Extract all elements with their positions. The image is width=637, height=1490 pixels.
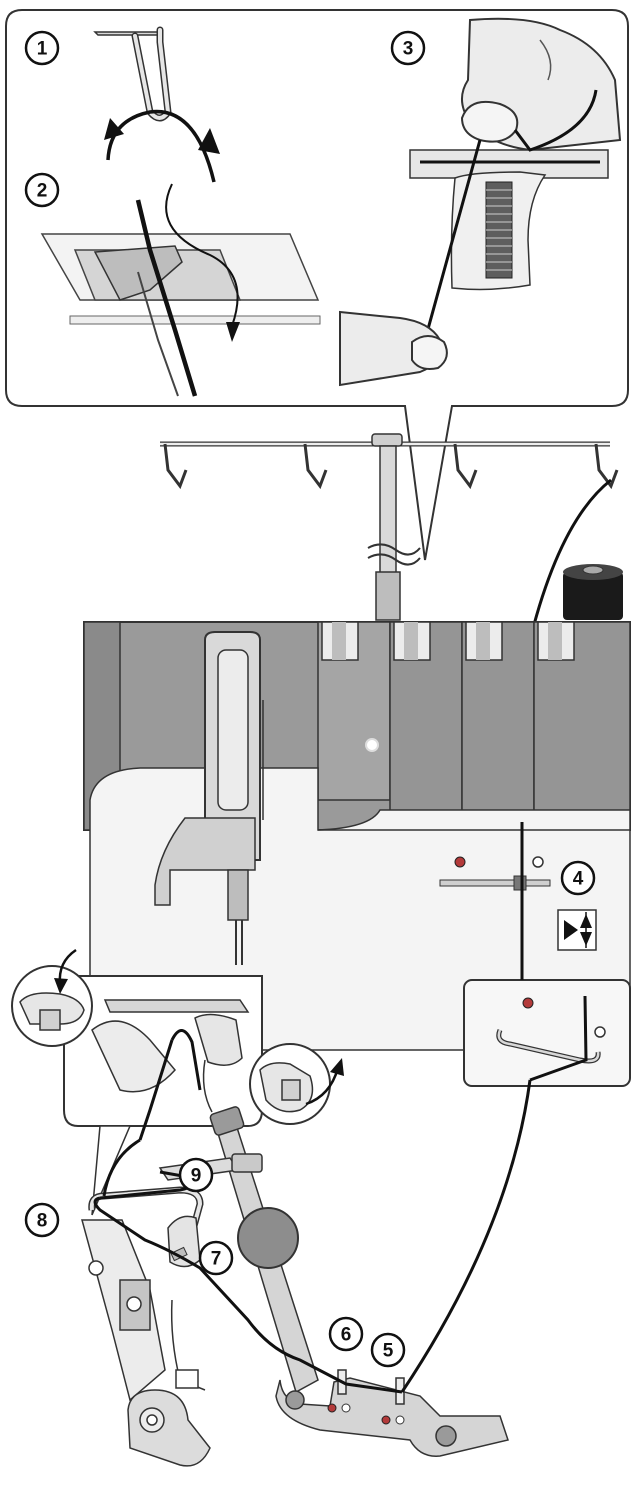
hand-top [460, 17, 622, 152]
step-badge-2: 2 [24, 172, 60, 208]
curved-arrow-icon-right [305, 1058, 344, 1106]
step-badge-7: 7 [198, 1240, 234, 1276]
step-badge-9: 9 [178, 1157, 214, 1193]
top-callout [5, 9, 629, 561]
thread-stand [160, 433, 619, 621]
fabric-sample [409, 89, 609, 341]
step-label-5: 5 [383, 1341, 394, 1362]
step-label-4: 4 [573, 869, 584, 890]
step-label-7: 7 [211, 1249, 222, 1270]
step-label-6: 6 [341, 1325, 352, 1346]
inset-thread-guide [463, 822, 631, 1087]
step-label-1: 1 [37, 39, 48, 60]
step-badge-3: 3 [390, 30, 426, 66]
step-label-2: 2 [37, 181, 48, 202]
looper-mechanism [81, 1106, 509, 1467]
step-badge-8: 8 [24, 1202, 60, 1238]
step-badge-6: 6 [328, 1316, 364, 1352]
thread-spool [563, 564, 623, 620]
loop-arrow [104, 109, 220, 183]
step-label-3: 3 [403, 39, 414, 60]
down-arrow-curve [165, 183, 240, 342]
step-label-8: 8 [37, 1211, 48, 1232]
tension-plate [40, 199, 321, 397]
callout-bubble [5, 9, 629, 561]
curved-arrow-icon [54, 948, 77, 994]
step-badge-1: 1 [24, 30, 60, 66]
inset-looper [11, 965, 331, 1216]
step-label-9: 9 [191, 1166, 202, 1187]
hand-bottom [339, 310, 448, 387]
step-badge-5: 5 [370, 1332, 406, 1368]
step-badge-4: 4 [560, 860, 596, 896]
triangle-arrow-icon [557, 909, 597, 951]
